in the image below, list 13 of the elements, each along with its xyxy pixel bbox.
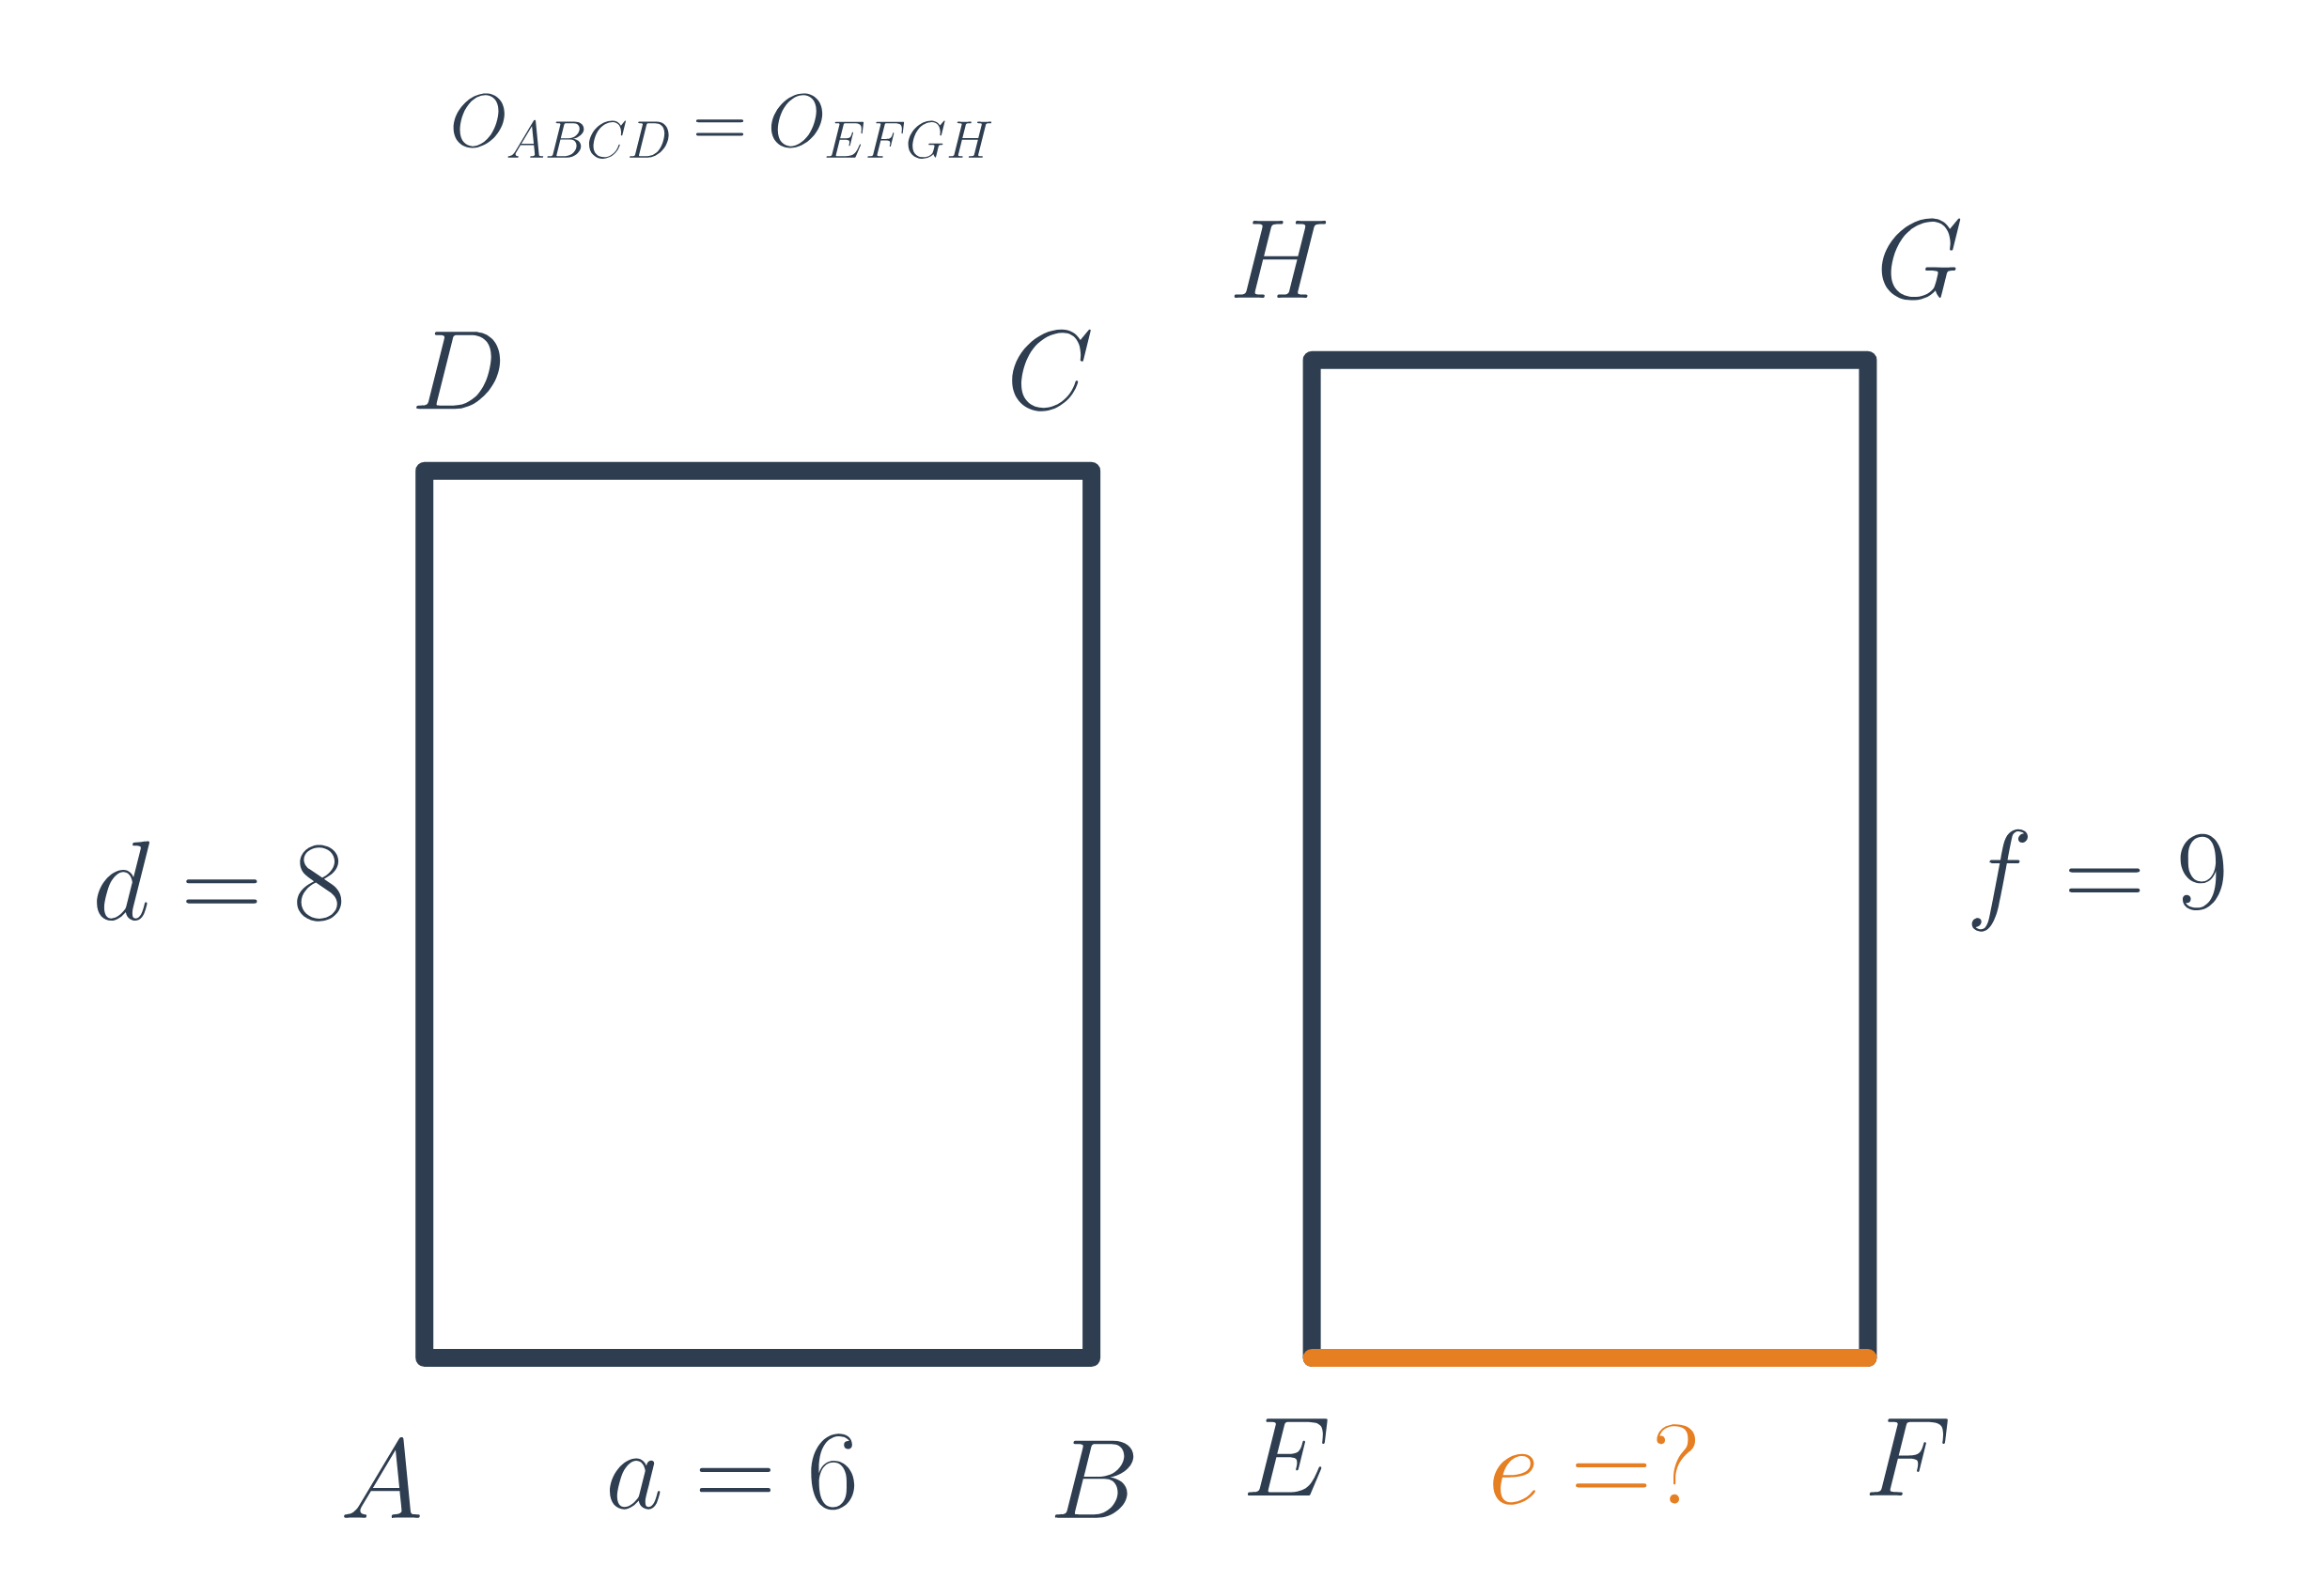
vertex-label: $B$ (1054, 1440, 1134, 1518)
vertex-label: $F$ (1869, 1418, 1948, 1495)
vertex-label: $D$ (416, 332, 501, 410)
formula-title: $O_{ABCD}=O_{EFGH}$ (453, 93, 992, 159)
vertex-label: $G$ (1881, 218, 1961, 301)
vertex-label: $C$ (1012, 329, 1091, 411)
side-length-label: $f=9$ (1971, 829, 2224, 932)
vertex-label: $H$ (1234, 221, 1327, 299)
unknown-length-label: $e=?$ (1493, 1424, 1696, 1505)
side-length-label: $a=6$ (610, 1433, 855, 1511)
vertex-label: $A$ (344, 1437, 420, 1518)
side-length-label: $d=8$ (97, 841, 342, 922)
vertex-label: $E$ (1247, 1418, 1328, 1495)
